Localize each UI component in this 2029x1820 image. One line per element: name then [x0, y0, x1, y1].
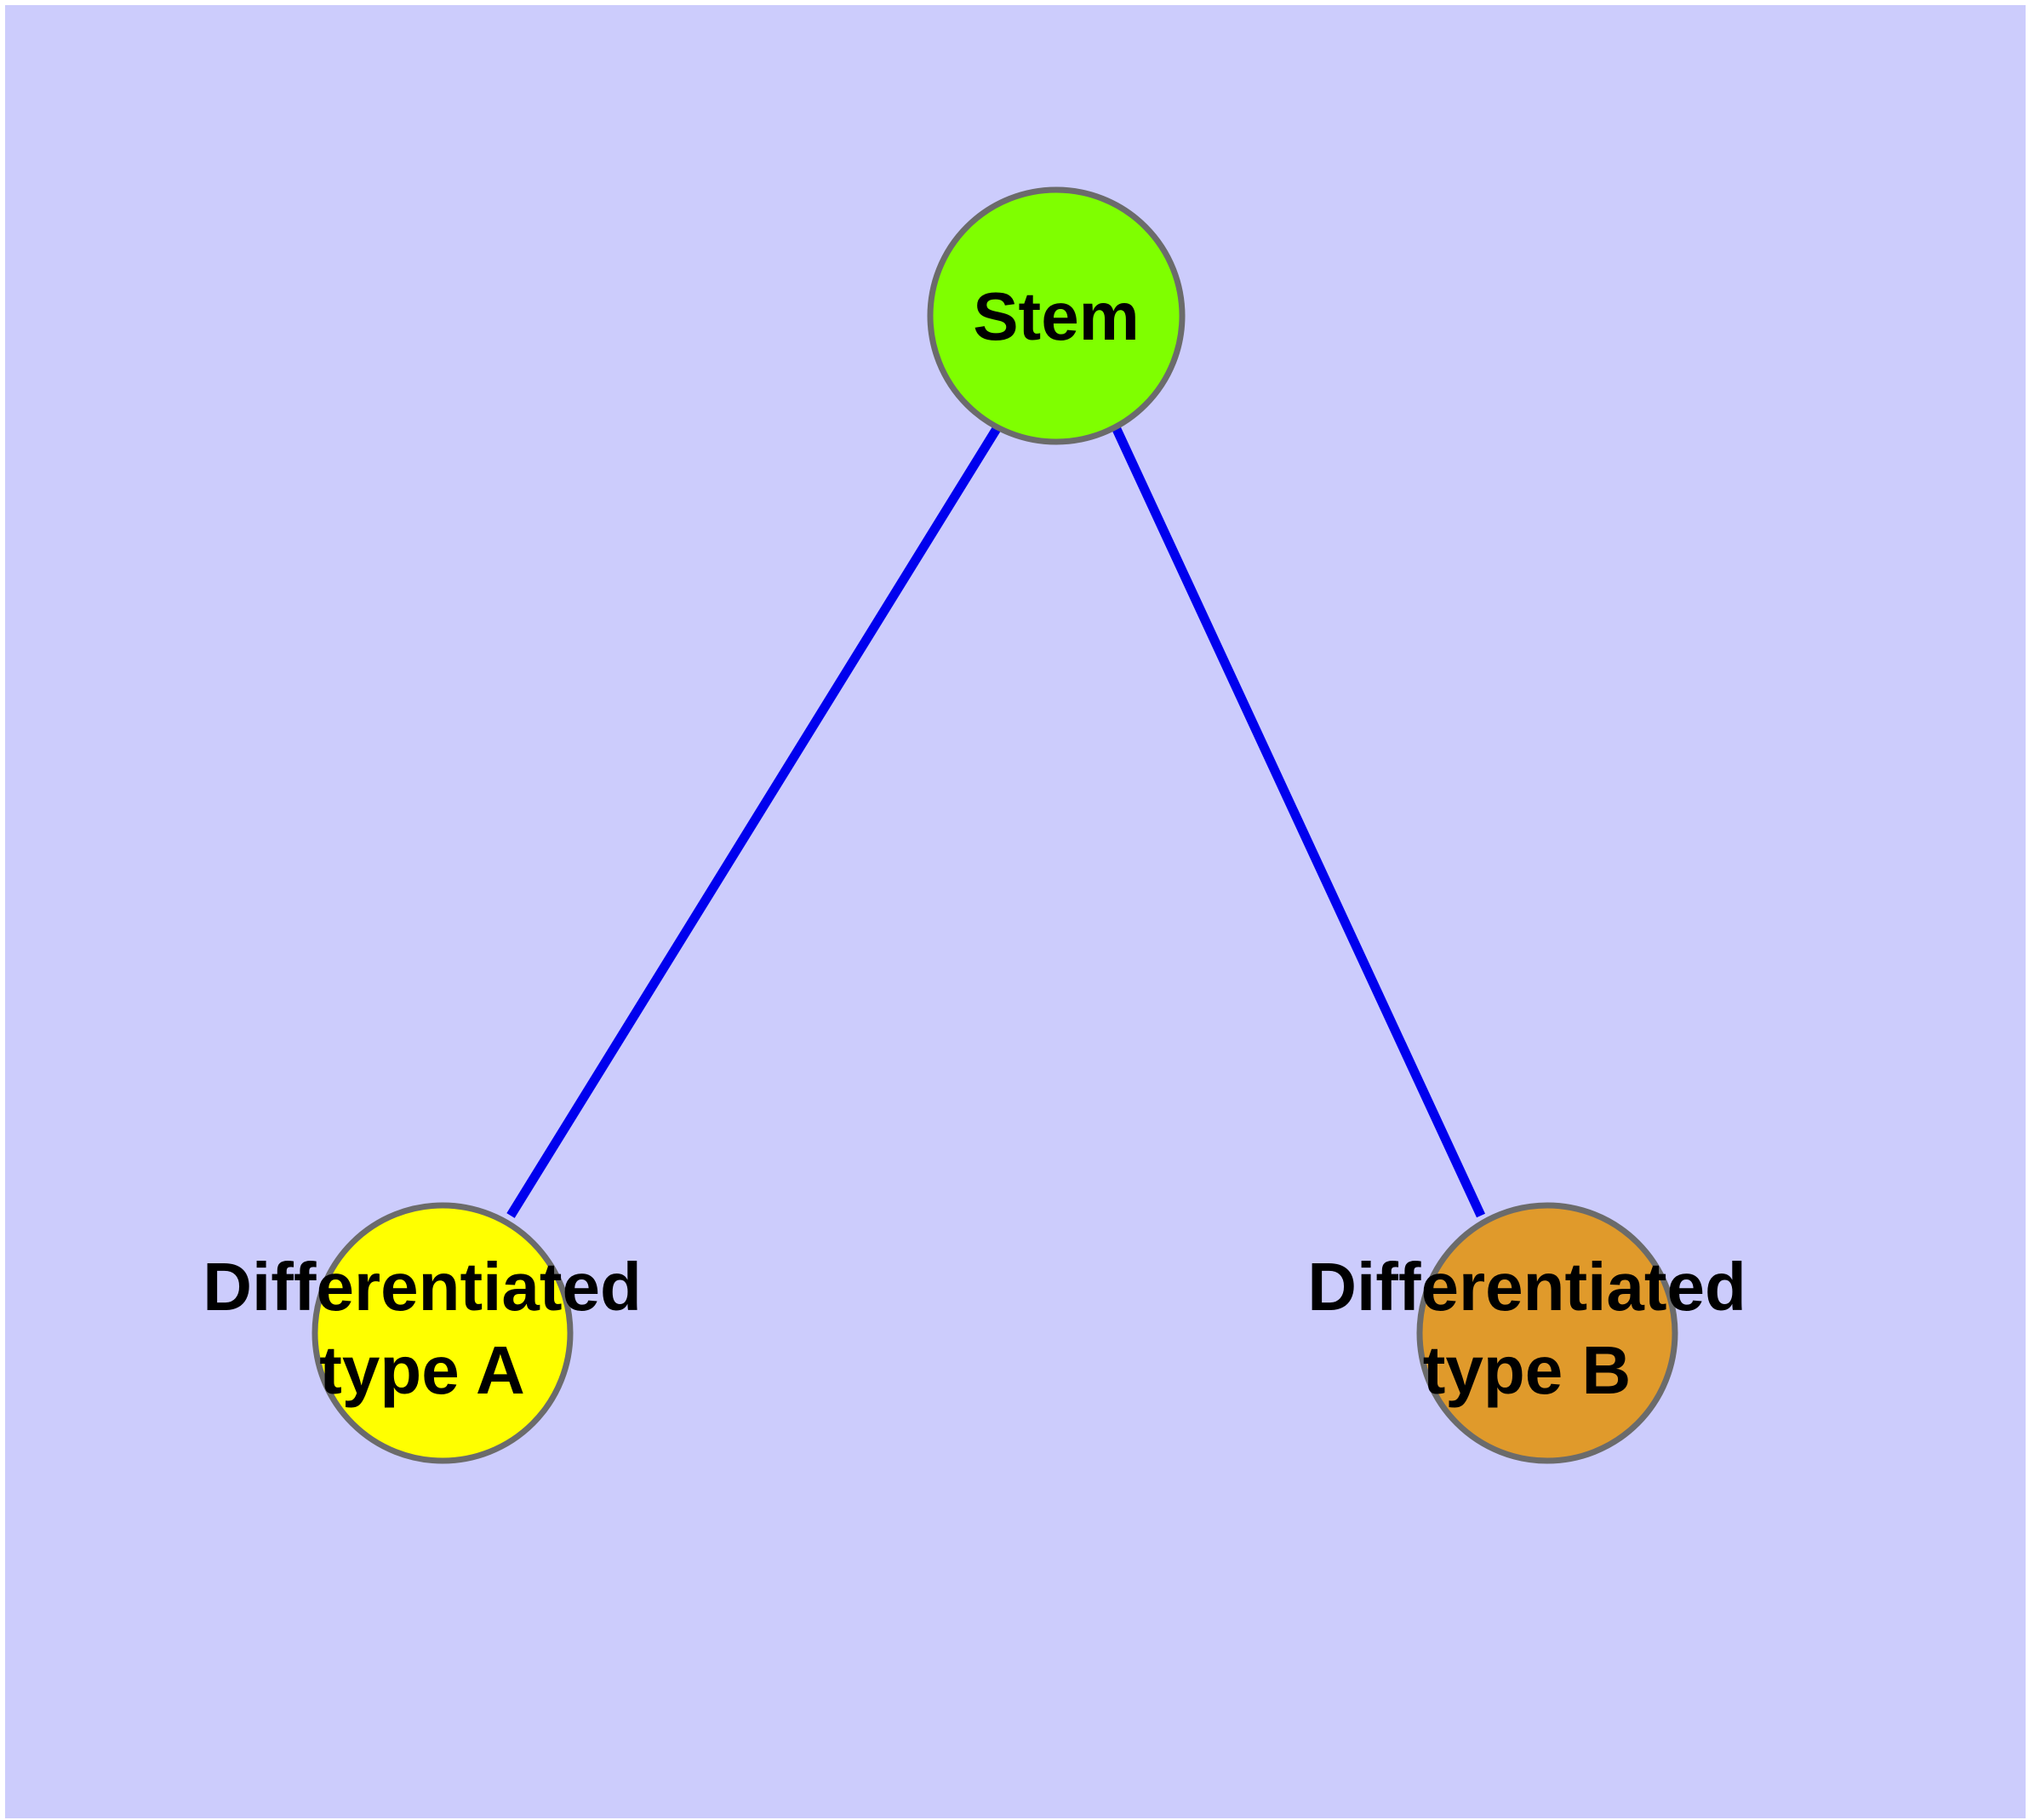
- node-differentiated-type-b-label-line1: Differentiated: [1307, 1249, 1746, 1325]
- node-differentiated-type-a-label-line1: Differentiated: [203, 1249, 642, 1325]
- edge-stem-to-differentiated-type-a[interactable]: [506, 425, 1002, 1218]
- node-layer: [311, 186, 1678, 1464]
- node-differentiated-type-a-circle[interactable]: [311, 1202, 574, 1464]
- node-differentiated-type-a-label-line2: type A: [319, 1332, 525, 1408]
- node-differentiated-type-b-circle[interactable]: [1416, 1202, 1678, 1464]
- node-differentiated-type-b[interactable]: [1416, 1202, 1678, 1464]
- edge-stem-to-differentiated-type-b[interactable]: [1112, 425, 1485, 1218]
- edge-layer: [506, 425, 1485, 1218]
- node-differentiated-type-b-label-line2: type B: [1423, 1332, 1632, 1408]
- node-stem-label: Stem: [973, 278, 1140, 354]
- node-differentiated-type-a[interactable]: [311, 1202, 574, 1464]
- label-layer: Stem Differentiated type A Differentiate…: [203, 278, 1746, 1408]
- node-stem-circle[interactable]: [927, 186, 1186, 445]
- node-stem[interactable]: [927, 186, 1186, 445]
